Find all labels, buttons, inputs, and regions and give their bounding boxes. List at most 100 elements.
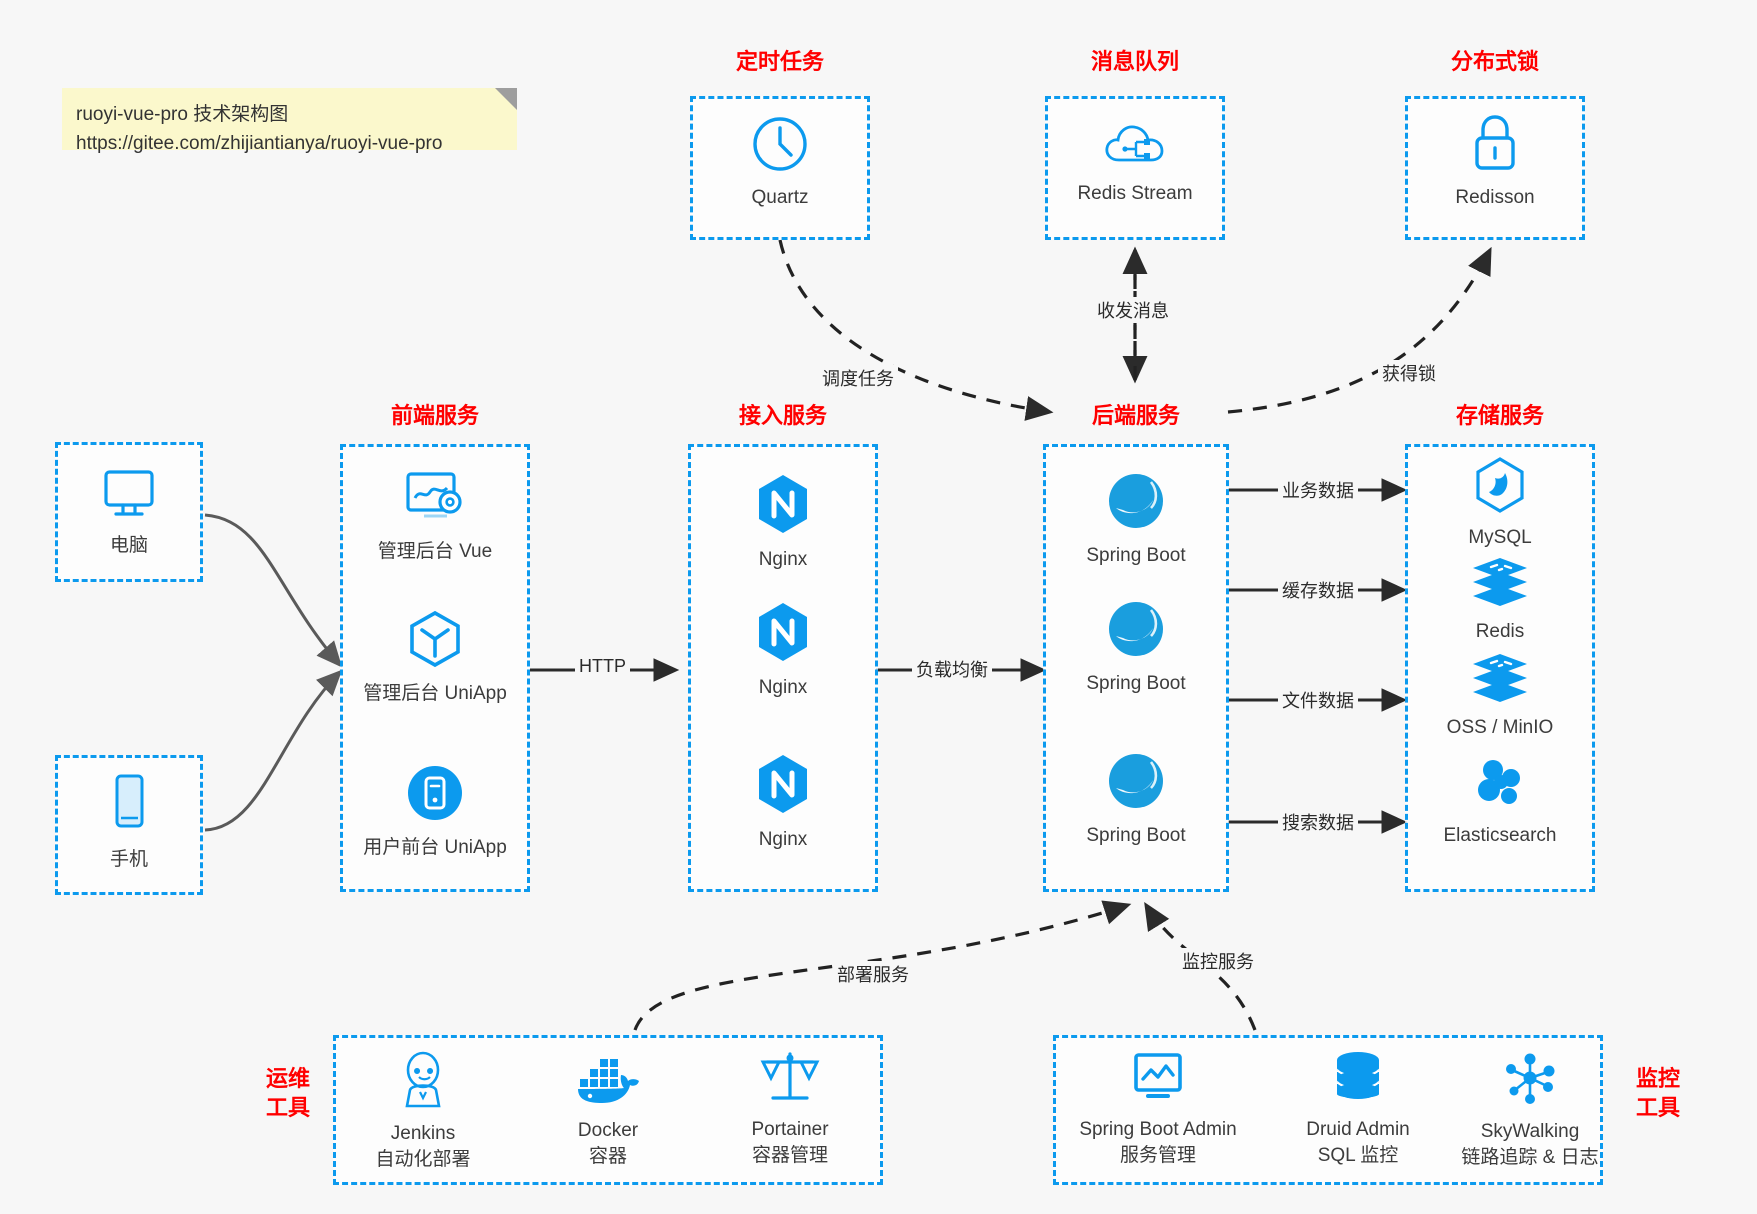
- spring-icon: [1105, 470, 1167, 537]
- mysql-icon: [1471, 456, 1529, 519]
- node-label: Spring Boot Admin: [1079, 1119, 1237, 1140]
- nginx-icon: [754, 472, 812, 541]
- edge-label-http: HTTP: [575, 656, 630, 677]
- group-box-distributed-lock: [1405, 96, 1585, 240]
- node-admin-uniapp[interactable]: 管理后台 UniApp: [340, 608, 530, 707]
- node-quartz[interactable]: Quartz: [690, 114, 870, 211]
- node-label: 用户前台 UniApp: [363, 837, 507, 858]
- node-label: Elasticsearch: [1443, 825, 1557, 846]
- node-redis-stream[interactable]: Redis Stream: [1045, 118, 1225, 207]
- nginx-icon: [754, 600, 812, 669]
- node-label: Redisson: [1455, 187, 1535, 208]
- edge-label-load-balance: 负载均衡: [912, 656, 992, 682]
- elasticsearch-icon: [1471, 756, 1529, 817]
- node-label: Jenkins: [390, 1123, 456, 1144]
- node-label: Nginx: [758, 549, 808, 570]
- node-label: Spring Boot: [1086, 825, 1186, 846]
- group-label-devops-line2: 工具: [265, 1094, 310, 1120]
- group-label-backend: 后端服务: [1091, 403, 1180, 428]
- node-docker[interactable]: Docker 容器: [518, 1055, 698, 1169]
- node-redis[interactable]: Redis: [1405, 556, 1595, 645]
- node-admin-vue[interactable]: 管理后台 Vue: [340, 468, 530, 565]
- node-label: Druid Admin: [1306, 1119, 1410, 1140]
- node-redisson[interactable]: Redisson: [1405, 112, 1585, 211]
- node-druid-admin[interactable]: Druid Admin SQL 监控: [1268, 1050, 1448, 1168]
- group-label-gateway: 接入服务: [738, 403, 827, 428]
- spring-icon: [1105, 750, 1167, 817]
- note-fold-corner: [495, 88, 517, 110]
- group-box-monitor: [1053, 1035, 1603, 1185]
- node-sublabel: 容器: [588, 1145, 627, 1167]
- edge-pc-to-frontend: [204, 513, 343, 668]
- node-elasticsearch[interactable]: Elasticsearch: [1405, 756, 1595, 849]
- group-label-devops: 运维 工具: [250, 1065, 326, 1122]
- node-label: Docker: [577, 1120, 639, 1141]
- node-label: Redis: [1475, 621, 1525, 642]
- edge-label-monitor-service: 监控服务: [1178, 948, 1258, 974]
- group-label-monitor-line2: 工具: [1635, 1094, 1680, 1120]
- group-label-distributed-lock: 分布式锁: [1450, 49, 1539, 74]
- node-mysql[interactable]: MySQL: [1405, 456, 1595, 551]
- app-icon: [404, 762, 466, 829]
- edge-label-acquire-lock: 获得锁: [1378, 360, 1440, 386]
- node-sublabel: 服务管理: [1119, 1144, 1196, 1166]
- node-sublabel: SQL 监控: [1317, 1144, 1399, 1166]
- edge-phone-to-frontend: [204, 669, 343, 832]
- node-nginx-3[interactable]: Nginx: [688, 752, 878, 853]
- node-label: OSS / MinIO: [1446, 717, 1554, 738]
- node-label: 手机: [109, 849, 148, 870]
- node-portainer[interactable]: Portainer 容器管理: [700, 1048, 880, 1168]
- node-label: Quartz: [751, 187, 809, 208]
- node-label: Portainer: [751, 1119, 829, 1140]
- node-springboot-2[interactable]: Spring Boot: [1043, 598, 1229, 697]
- node-user-uniapp[interactable]: 用户前台 UniApp: [340, 762, 530, 861]
- network-nodes-icon: [1499, 1050, 1561, 1113]
- scales-icon: [759, 1048, 821, 1111]
- docker-icon: [574, 1055, 642, 1112]
- group-box-pc: [55, 442, 203, 582]
- node-label: SkyWalking: [1480, 1121, 1580, 1142]
- node-oss-minio[interactable]: OSS / MinIO: [1405, 652, 1595, 741]
- node-springboot-1[interactable]: Spring Boot: [1043, 470, 1229, 569]
- node-sublabel: 自动化部署: [375, 1148, 471, 1170]
- group-box-message-queue: [1045, 96, 1225, 240]
- jenkins-icon: [392, 1048, 454, 1115]
- group-label-message-queue: 消息队列: [1090, 49, 1179, 74]
- clock-icon: [750, 114, 810, 179]
- nginx-icon: [754, 752, 812, 821]
- node-springboot-3[interactable]: Spring Boot: [1043, 750, 1229, 849]
- node-label: Redis Stream: [1077, 183, 1193, 204]
- group-label-scheduled-task: 定时任务: [735, 49, 824, 74]
- node-skywalking[interactable]: SkyWalking 链路追踪 & 日志: [1425, 1050, 1635, 1170]
- node-phone[interactable]: 手机: [55, 772, 203, 873]
- node-label: Spring Boot: [1086, 545, 1186, 566]
- redis-stack-icon: [1469, 652, 1531, 709]
- edge-label-business-data: 业务数据: [1278, 477, 1358, 503]
- edge-acquire-lock: [1227, 246, 1492, 414]
- node-label: MySQL: [1468, 527, 1532, 548]
- edge-label-schedule-task: 调度任务: [818, 365, 898, 391]
- group-label-devops-line1: 运维: [265, 1066, 310, 1091]
- node-nginx-2[interactable]: Nginx: [688, 600, 878, 701]
- mobile-icon: [107, 772, 151, 841]
- desktop-icon: [98, 466, 160, 527]
- database-icon: [1329, 1050, 1387, 1111]
- edge-label-cache-data: 缓存数据: [1278, 577, 1358, 603]
- node-label: Spring Boot: [1086, 673, 1186, 694]
- group-label-storage: 存储服务: [1455, 403, 1544, 428]
- group-label-monitor: 监控 工具: [1620, 1065, 1696, 1122]
- dashboard-gear-icon: [402, 468, 468, 533]
- node-nginx-1[interactable]: Nginx: [688, 472, 878, 573]
- node-label: 电脑: [109, 535, 148, 556]
- note-title: ruoyi-vue-pro 技术架构图: [76, 104, 289, 125]
- edge-label-search-data: 搜索数据: [1278, 809, 1358, 835]
- spring-icon: [1105, 598, 1167, 665]
- edge-label-deploy-service: 部署服务: [833, 961, 913, 987]
- node-label: 管理后台 Vue: [377, 541, 493, 562]
- node-pc[interactable]: 电脑: [55, 466, 203, 559]
- node-spring-boot-admin[interactable]: Spring Boot Admin 服务管理: [1053, 1050, 1263, 1168]
- node-label: Nginx: [758, 677, 808, 698]
- edge-label-send-receive-message: 收发消息: [1093, 297, 1173, 323]
- node-jenkins[interactable]: Jenkins 自动化部署: [333, 1048, 513, 1172]
